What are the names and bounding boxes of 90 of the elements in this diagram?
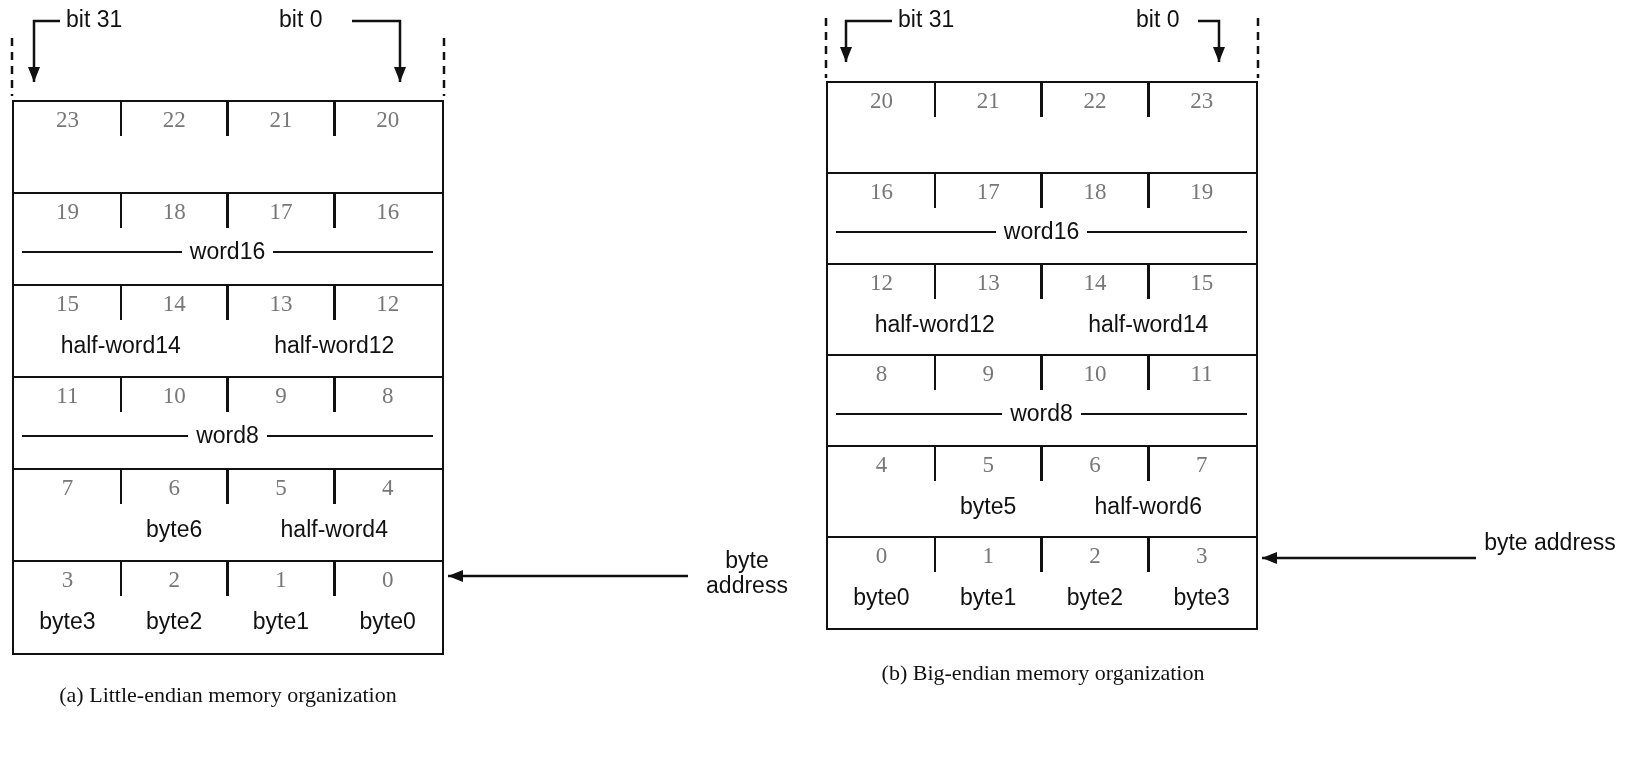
memory-row: [12, 560, 444, 655]
memory-row: [12, 468, 444, 563]
byte-number: 0: [380, 568, 395, 591]
figure-caption: (b) Big-endian memory organization: [880, 659, 1206, 687]
bit-label: bit 31: [66, 8, 123, 31]
byte-number: 20: [375, 108, 401, 131]
byte-number: 9: [981, 362, 995, 385]
byte-number: 21: [975, 89, 1001, 112]
field-label: word16: [188, 240, 267, 263]
byte-number: 3: [1194, 544, 1209, 567]
memory-row: [826, 536, 1258, 630]
field-label: byte3: [1173, 586, 1230, 609]
field-label: byte1: [252, 610, 309, 633]
memory-row: [826, 354, 1258, 448]
byte-number: 7: [1194, 453, 1209, 476]
byte-number: 4: [874, 453, 889, 476]
memory-row: [12, 376, 444, 471]
field-label: byte0: [853, 586, 910, 609]
field-label: half-word14: [60, 334, 181, 357]
memory-row: [12, 284, 444, 379]
byte-number: 15: [54, 292, 80, 315]
byte-number: 5: [274, 476, 288, 499]
bit-label: bit 31: [898, 8, 955, 31]
memory-row: [826, 445, 1258, 539]
field-label: byte1: [960, 586, 1017, 609]
byte-number: 13: [975, 271, 1001, 294]
byte-number: 8: [380, 384, 395, 407]
byte-number: 7: [60, 476, 75, 499]
byte-number: 22: [161, 108, 187, 131]
byte-number: 13: [268, 292, 294, 315]
byte-number: 8: [874, 362, 889, 385]
byte-number: 6: [1088, 453, 1102, 476]
field-label: byte0: [359, 610, 416, 633]
annotation-text: byte address: [692, 548, 802, 602]
annotation-text: byte address: [1480, 530, 1620, 584]
byte-number: 16: [868, 180, 894, 203]
field-label: byte2: [1066, 586, 1123, 609]
byte-number: 19: [54, 200, 80, 223]
byte-number: 17: [268, 200, 294, 223]
memory-row: [826, 172, 1258, 266]
byte-number: 10: [1082, 362, 1108, 385]
byte-number: 18: [1082, 180, 1108, 203]
byte-number: 2: [1088, 544, 1102, 567]
memory-row: [826, 81, 1258, 175]
byte-number: 21: [268, 108, 294, 131]
byte-number: 5: [981, 453, 995, 476]
byte-number: 6: [167, 476, 181, 499]
byte-number: 19: [1189, 180, 1215, 203]
field-label: half-word6: [1094, 495, 1202, 518]
field-label: word8: [195, 424, 260, 447]
byte-number: 15: [1189, 271, 1215, 294]
byte-number: 23: [1189, 89, 1215, 112]
figure-caption: (a) Little-endian memory organization: [58, 681, 398, 709]
field-label: byte3: [39, 610, 96, 633]
byte-number: 4: [380, 476, 395, 499]
field-label: half-word14: [1088, 313, 1209, 336]
field-label: word16: [1002, 220, 1081, 243]
bit-label: bit 0: [279, 8, 323, 31]
arrow: [1262, 552, 1476, 564]
byte-number: 18: [161, 200, 187, 223]
byte-number: 22: [1082, 89, 1108, 112]
memory-row: [12, 192, 444, 287]
byte-number: 1: [981, 544, 995, 567]
byte-number: 16: [375, 200, 401, 223]
byte-number: 9: [274, 384, 288, 407]
byte-number: 1: [274, 568, 288, 591]
memory-row: [826, 263, 1258, 357]
byte-number: 12: [868, 271, 894, 294]
arrow: [448, 570, 688, 582]
byte-number: 2: [167, 568, 181, 591]
bit-label: bit 0: [1136, 8, 1180, 31]
byte-number: 14: [161, 292, 187, 315]
field-label: half-word12: [274, 334, 395, 357]
field-label: half-word4: [280, 518, 388, 541]
byte-number: 11: [1189, 362, 1214, 385]
byte-number: 10: [161, 384, 187, 407]
byte-number: 3: [60, 568, 75, 591]
field-label: half-word12: [874, 313, 995, 336]
byte-number: 11: [55, 384, 80, 407]
field-label: byte5: [960, 495, 1017, 518]
memory-row: [12, 100, 444, 195]
byte-number: 20: [868, 89, 894, 112]
byte-number: 17: [975, 180, 1001, 203]
field-label: byte2: [146, 610, 203, 633]
byte-number: 23: [54, 108, 80, 131]
field-label: word8: [1009, 402, 1074, 425]
byte-number: 12: [375, 292, 401, 315]
byte-number: 14: [1082, 271, 1108, 294]
byte-number: 0: [874, 544, 889, 567]
field-label: byte6: [146, 518, 203, 541]
